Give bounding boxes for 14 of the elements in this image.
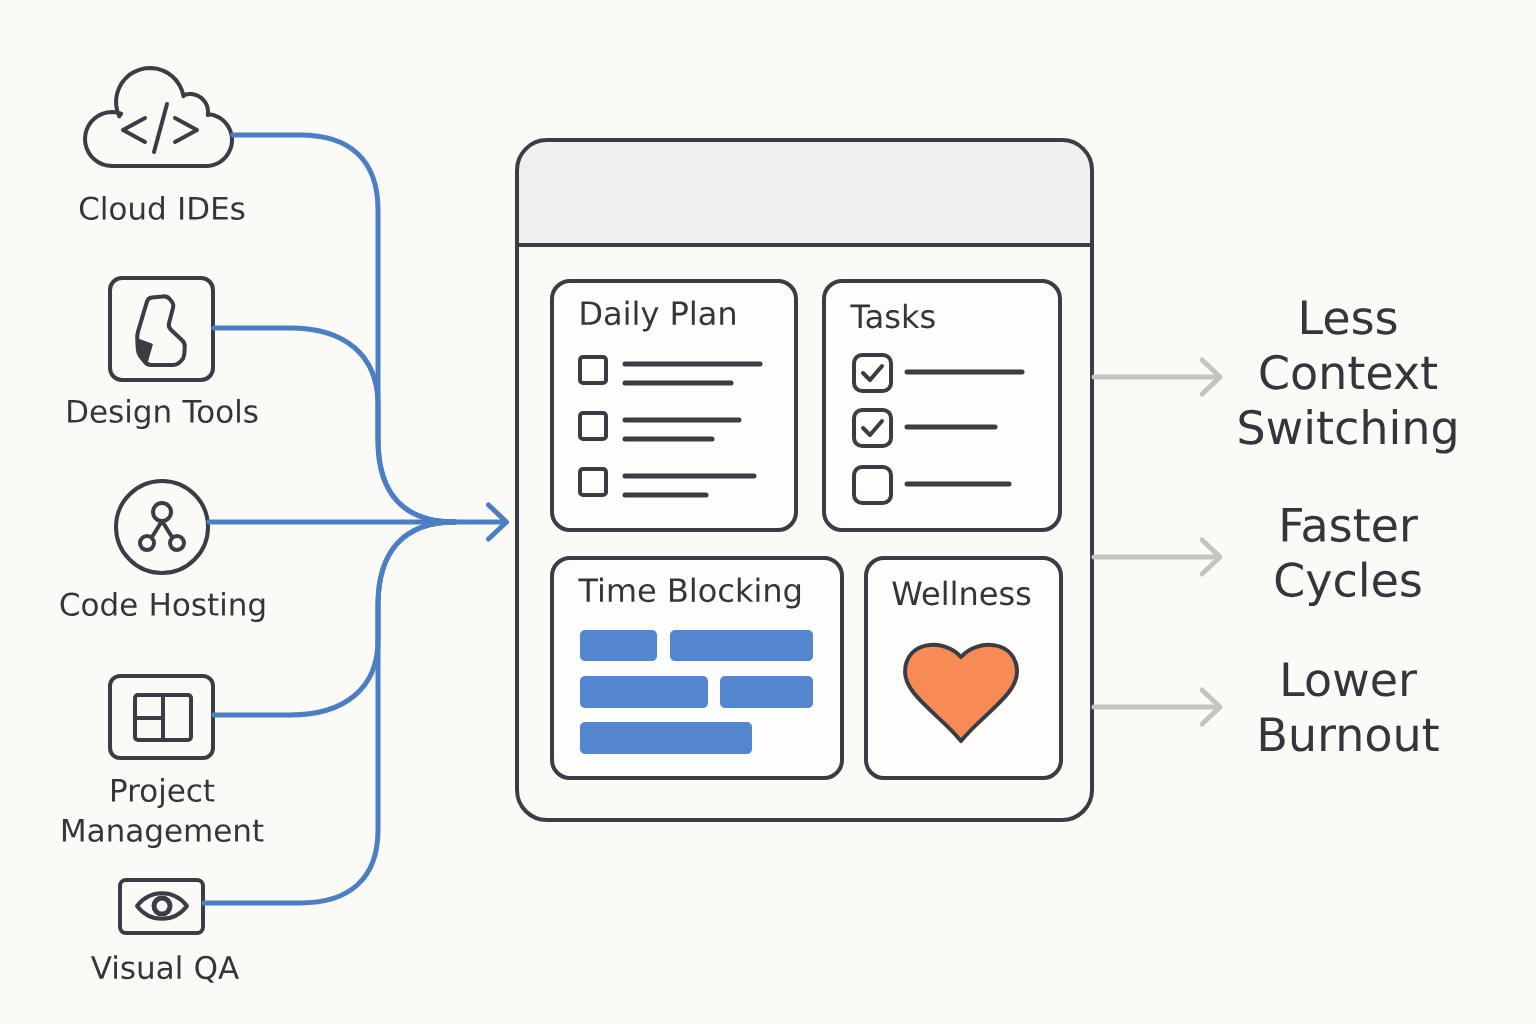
item-label: Visual QA [91, 955, 239, 983]
benefit-text: Less Context Switching [1239, 300, 1456, 454]
panel-card: Tasks [822, 279, 1062, 532]
benefit-text: Lower Burnout [1260, 662, 1439, 752]
benefit-text: Faster Cycles [1275, 507, 1421, 607]
arrow [1091, 357, 1223, 397]
item-label: Project Management [62, 778, 264, 849]
panel-card: Daily Plan [550, 279, 798, 532]
connector-line [201, 519, 458, 906]
item-label: Code Hosting [60, 592, 265, 622]
arrow [1091, 537, 1223, 577]
item-label: Cloud IDEs [79, 196, 245, 220]
arrow [1091, 687, 1223, 727]
item-label: Design Tools [68, 399, 258, 429]
